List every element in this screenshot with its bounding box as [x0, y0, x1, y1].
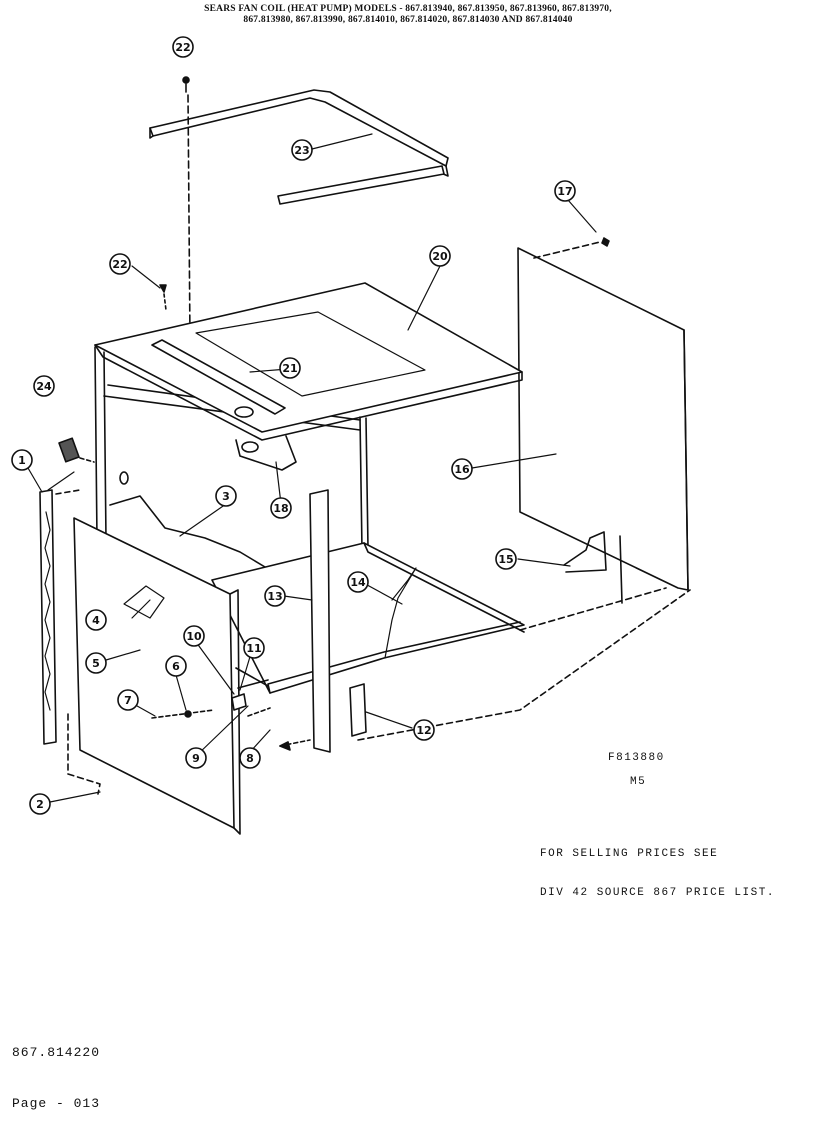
diagram-revision: M5 [630, 776, 647, 788]
base-outline-1 [519, 587, 667, 631]
svg-text:23: 23 [294, 144, 309, 157]
callout-24: 24 [33, 375, 55, 397]
callout-13: 13 [264, 585, 286, 607]
filter-strip [349, 683, 367, 737]
rail-slot-pattern [44, 511, 51, 711]
callout-layer: 1 2 3 4 5 6 7 8 9 10 11 12 13 14 15 16 1… [11, 36, 576, 815]
base-outline-3 [67, 713, 101, 795]
svg-text:10: 10 [186, 630, 202, 643]
back-panel-hole [119, 471, 129, 485]
svg-text:3: 3 [222, 490, 230, 503]
callout-23: 23 [291, 139, 313, 161]
svg-text:21: 21 [282, 362, 297, 375]
callout-10: 10 [183, 625, 205, 647]
guide-line-screw [187, 94, 191, 341]
base-outline-2 [357, 589, 691, 741]
leader-lines [27, 133, 597, 803]
screw-side [159, 284, 167, 311]
header-line-1: SEARS FAN COIL (HEAT PUMP) MODELS - 867.… [204, 4, 612, 14]
svg-text:5: 5 [92, 657, 100, 670]
callout-9: 9 [185, 747, 207, 769]
header-line-2: 867.813980, 867.813990, 867.814010, 867.… [243, 15, 573, 25]
exploded-parts-diagram: 1 2 3 4 5 6 7 8 9 10 11 12 13 14 15 16 1… [11, 36, 691, 835]
callout-22-top: 22 [172, 36, 194, 58]
page-footer: 867.814220 Page - 013 [12, 1010, 100, 1129]
top-frame-bracket [149, 89, 449, 205]
footer-page-number: Page - 013 [12, 1096, 101, 1111]
callout-7: 7 [117, 689, 139, 711]
callout-8: 8 [239, 747, 261, 769]
svg-text:13: 13 [267, 590, 282, 603]
front-corner-post [309, 489, 331, 753]
svg-text:9: 9 [192, 752, 200, 765]
callout-20: 20 [429, 245, 451, 267]
pricing-note-line-1: FOR SELLING PRICES SEE [540, 848, 719, 860]
baffle-strip [235, 435, 297, 471]
svg-text:18: 18 [273, 502, 288, 515]
svg-text:22: 22 [175, 41, 190, 54]
pricing-note-line-2: DIV 42 SOURCE 867 PRICE LIST. [540, 887, 775, 899]
callout-18: 18 [270, 497, 292, 519]
svg-text:14: 14 [350, 576, 366, 589]
svg-text:2: 2 [36, 798, 44, 811]
svg-text:17: 17 [557, 185, 572, 198]
callout-11: 11 [243, 637, 265, 659]
rear-corner-post [619, 535, 623, 604]
svg-text:22: 22 [112, 258, 127, 271]
callout-21: 21 [279, 357, 301, 379]
callout-17: 17 [554, 180, 576, 202]
callout-1: 1 [11, 449, 33, 471]
callout-5: 5 [85, 652, 107, 674]
plug [58, 437, 95, 463]
svg-text:1: 1 [18, 454, 26, 467]
callout-16: 16 [451, 458, 473, 480]
fasteners [151, 667, 311, 751]
callout-14: 14 [347, 571, 369, 593]
svg-text:7: 7 [124, 694, 132, 707]
callout-15: 15 [495, 548, 517, 570]
left-side-rail [39, 489, 57, 745]
svg-text:6: 6 [172, 660, 180, 673]
diagram-code: F813880 [608, 752, 665, 764]
svg-text:20: 20 [432, 250, 448, 263]
callout-12: 12 [413, 719, 435, 741]
callout-22-side: 22 [109, 253, 131, 275]
svg-text:16: 16 [454, 463, 470, 476]
side-panel [517, 237, 689, 591]
callout-3: 3 [215, 485, 237, 507]
diagram-header: SEARS FAN COIL (HEAT PUMP) MODELS - 867.… [0, 4, 816, 26]
screw-top [182, 76, 190, 93]
callout-4: 4 [85, 609, 107, 631]
rear-corner-cutaway [563, 531, 607, 573]
callout-2: 2 [29, 793, 51, 815]
callout-6: 6 [165, 655, 187, 677]
svg-text:8: 8 [246, 752, 254, 765]
top-cover-panel [94, 282, 523, 453]
svg-text:11: 11 [246, 642, 261, 655]
svg-text:15: 15 [498, 553, 513, 566]
svg-text:4: 4 [92, 614, 100, 627]
bottom-pan [211, 542, 525, 694]
rail-guide [55, 489, 81, 495]
svg-text:24: 24 [36, 380, 52, 393]
pricing-note: FOR SELLING PRICES SEE DIV 42 SOURCE 867… [540, 822, 775, 913]
svg-text:12: 12 [416, 724, 431, 737]
